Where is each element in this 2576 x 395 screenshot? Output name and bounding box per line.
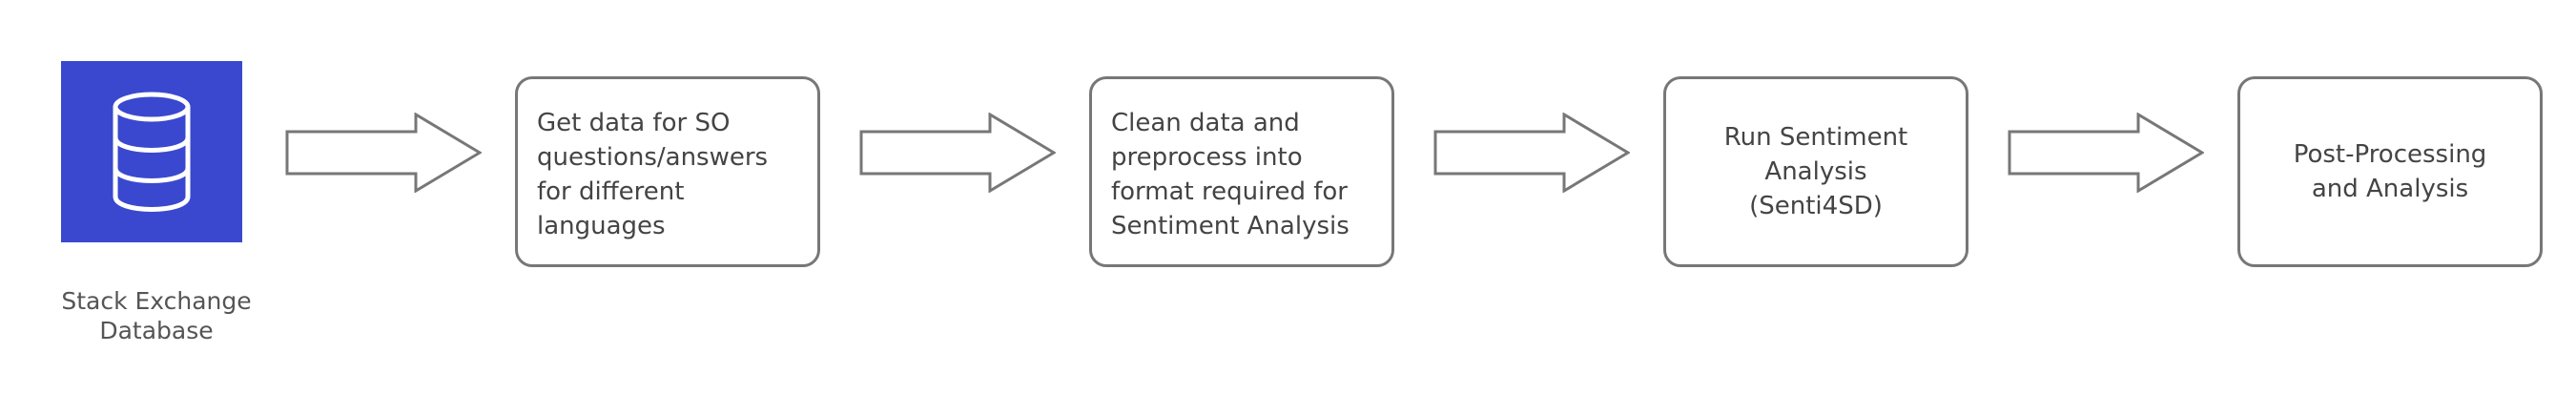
step-sentiment-analysis: Run Sentiment Analysis (Senti4SD)	[1663, 76, 1968, 267]
flow-arrow-1	[285, 113, 482, 193]
database-label: Stack Exchange Database	[61, 287, 252, 344]
database-icon	[113, 92, 191, 212]
flow-arrow-2	[859, 113, 1056, 193]
flow-arrow-3	[1433, 113, 1630, 193]
step-clean-preprocess: Clean data and preprocess into format re…	[1089, 76, 1394, 267]
flow-arrow-4	[2008, 113, 2204, 193]
database-tile	[61, 61, 242, 242]
step-post-processing: Post-Processing and Analysis	[2237, 76, 2543, 267]
step-get-data: Get data for SO questions/answers for di…	[515, 76, 820, 267]
